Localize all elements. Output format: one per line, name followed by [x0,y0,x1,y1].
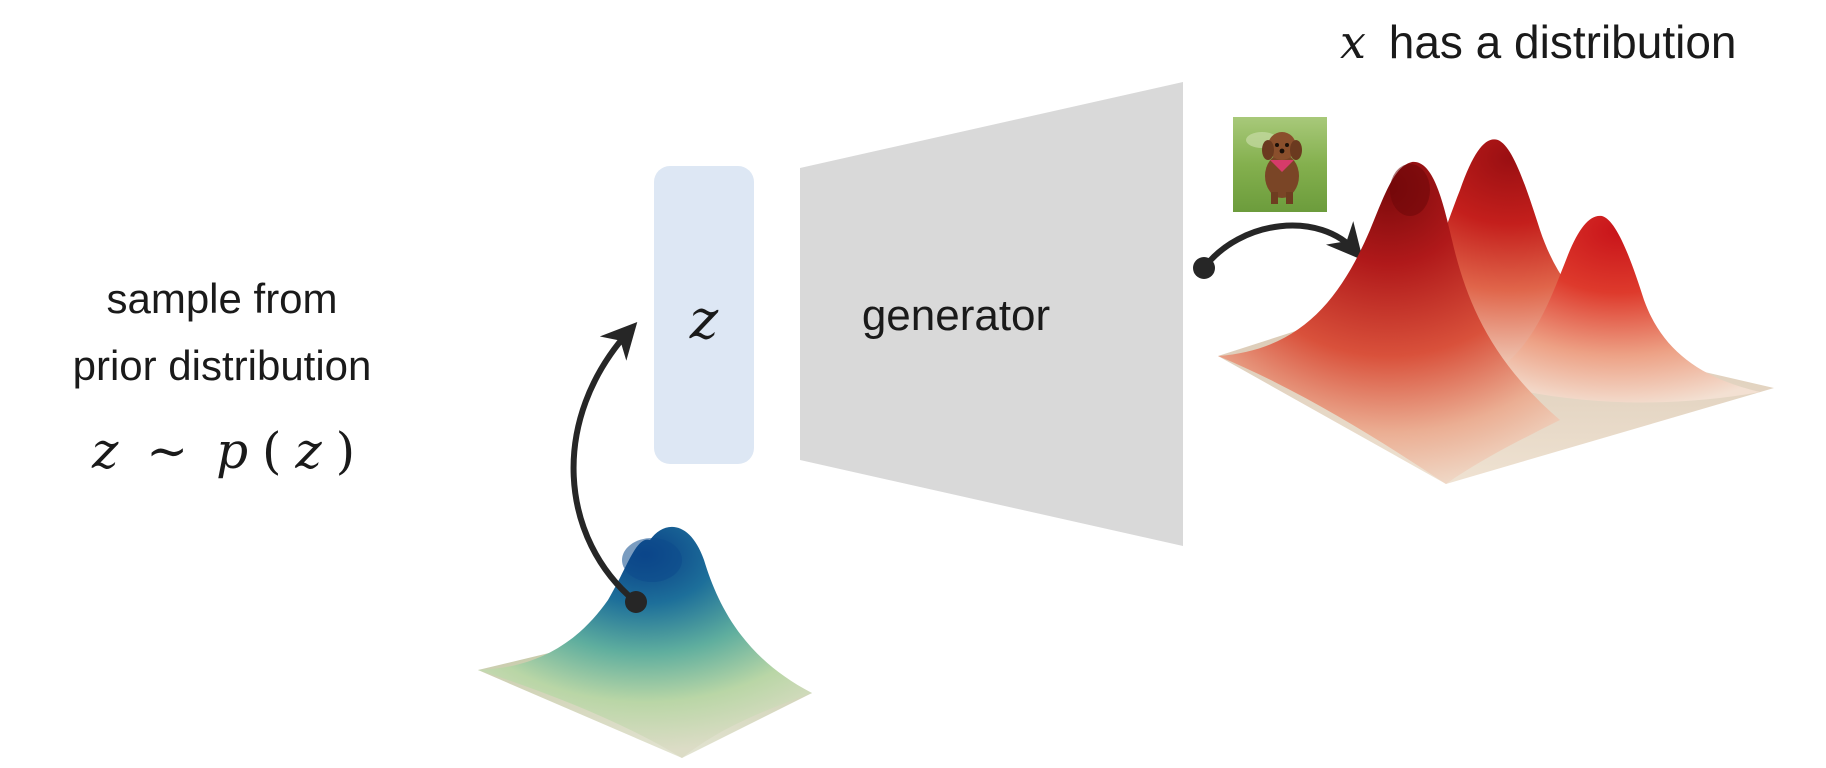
prior-formula: z ∼ p ( z ) [91,422,355,480]
output-title-text: has a distribution [1389,16,1737,68]
prior-caption: sample from prior distribution z ∼ p ( z… [73,275,372,480]
formula-arg: z [294,422,322,480]
output-title-var: x [1340,15,1366,69]
generator-label: generator [862,291,1050,340]
formula-open-paren: ( [262,422,282,480]
prior-caption-line1: sample from [106,275,337,322]
sample-point [625,591,647,613]
latent-vector-box: z [654,166,754,464]
prior-caption-line2: prior distribution [73,342,372,389]
formula-p: p [216,422,248,480]
output-arrow [1193,221,1364,279]
puppy-photo-thumbnail [1233,117,1327,212]
gaussian-surface-icon [478,526,812,758]
formula-close-paren: ) [336,422,356,480]
output-title: x has a distribution [1340,15,1737,69]
sample-arrow [570,322,647,613]
latent-symbol: z [689,288,719,351]
formula-sim: ∼ [146,422,188,480]
generator-block: generator [800,82,1183,546]
output-point [1193,257,1215,279]
multimodal-surface-icon [1218,139,1774,484]
formula-z: z [91,422,119,480]
